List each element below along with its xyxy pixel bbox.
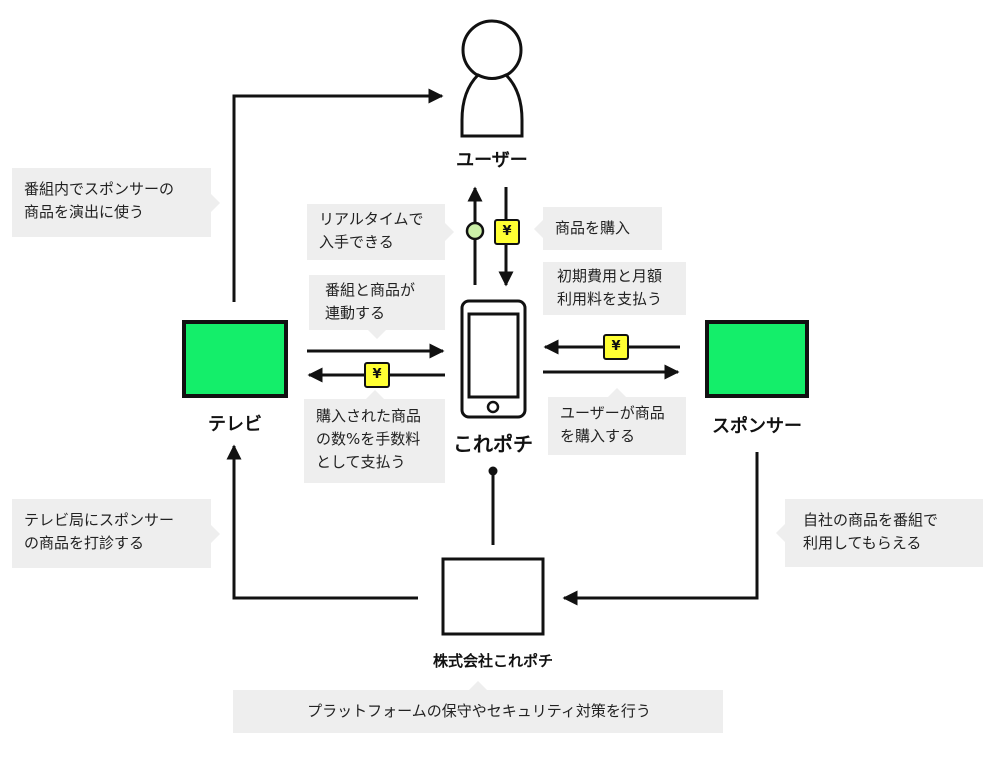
yen-icon-sponsor-fees: ¥	[603, 334, 629, 360]
callout-tv-to-user: 番組内でスポンサーの 商品を演出に使う	[12, 168, 220, 237]
realtime-dot-icon	[465, 221, 485, 241]
user-icon	[460, 19, 524, 138]
callout-pitch: テレビ局にスポンサー の商品を打診する	[12, 499, 220, 568]
callout-realtime: リアルタイムで 入手できる	[307, 204, 454, 260]
sponsor-node	[705, 320, 809, 398]
smartphone-icon	[460, 299, 527, 419]
callout-sponsor-benefit: 自社の商品を番組で 利用してもらえる	[776, 499, 983, 567]
yen-icon-user-payment: ¥	[494, 219, 520, 245]
sponsor-label: スポンサー	[712, 416, 802, 437]
tv-node	[182, 320, 288, 398]
callout-fees: 初期費用と月額 利用料を支払う	[543, 262, 686, 315]
yen-icon-commission: ¥	[364, 362, 390, 388]
sponsor-to-company-arrow	[562, 452, 759, 606]
tv-to-user-arrow	[232, 88, 444, 302]
tv-label: テレビ	[208, 414, 262, 435]
company-node	[441, 557, 545, 636]
company-to-tv-arrow	[226, 444, 418, 600]
callout-linked: 番組と商品が 連動する	[309, 275, 445, 339]
user-label: ユーザー	[456, 150, 528, 171]
callout-user-buys: ユーザーが商品 を購入する	[548, 388, 686, 455]
callout-maintenance: プラットフォームの保守やセキュリティ対策を行う	[233, 681, 723, 733]
callout-buy: 商品を購入	[534, 207, 662, 250]
company-label: 株式会社これポチ	[432, 652, 553, 670]
app-label: これポチ	[453, 432, 533, 456]
callout-commission: 購入された商品 の数%を手数料 として支払う	[304, 390, 445, 483]
